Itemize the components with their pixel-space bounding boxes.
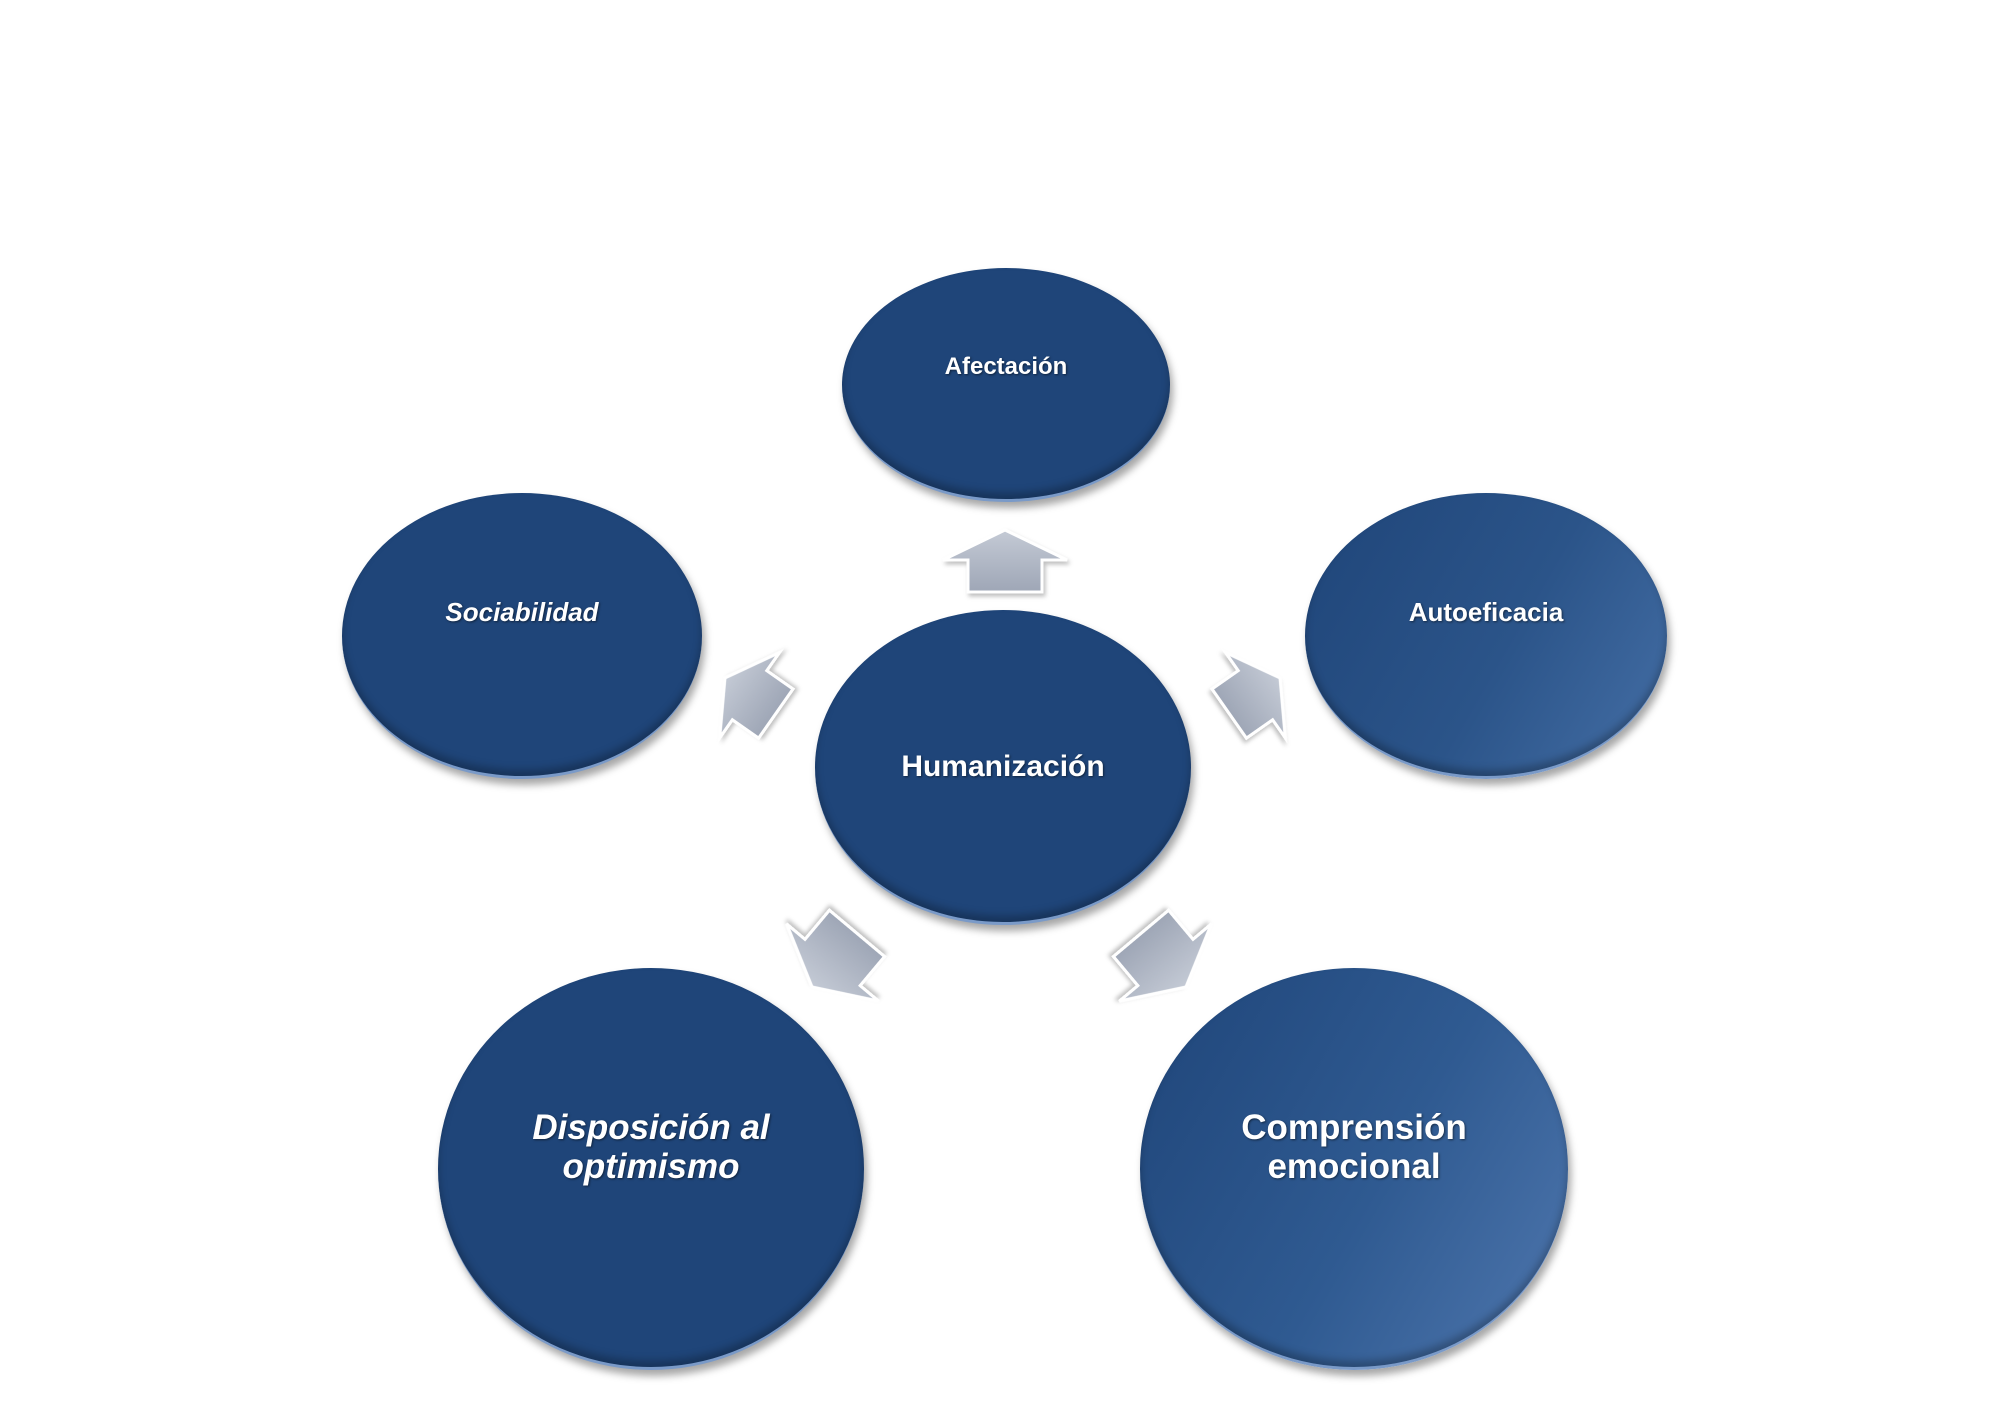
arrow-to-bottom-right (1111, 908, 1213, 1003)
node-sociabilidad: Sociabilidad (342, 493, 702, 779)
node-afectacion: Afectación (842, 268, 1170, 502)
node-comprension-label: Comprensión emocional (1241, 1108, 1467, 1186)
arrow-to-bottom-left (785, 908, 887, 1003)
node-afectacion-label: Afectación (944, 353, 1068, 381)
node-humanizacion-center: Humanización (815, 610, 1191, 925)
node-humanizacion-label: Humanización (901, 749, 1105, 783)
node-autoeficacia-label: Autoeficacia (1408, 597, 1564, 628)
node-sociabilidad-label: Sociabilidad (445, 597, 599, 628)
node-disposicion-al-optimismo: Disposición al optimismo (438, 968, 864, 1370)
arrow-to-right (1209, 648, 1288, 744)
node-disposicion-label: Disposición al optimismo (532, 1108, 770, 1186)
arrow-to-top (942, 528, 1068, 594)
node-autoeficacia: Autoeficacia (1305, 493, 1667, 779)
node-comprension-emocional: Comprensión emocional (1140, 968, 1568, 1370)
arrow-to-left (717, 648, 796, 744)
